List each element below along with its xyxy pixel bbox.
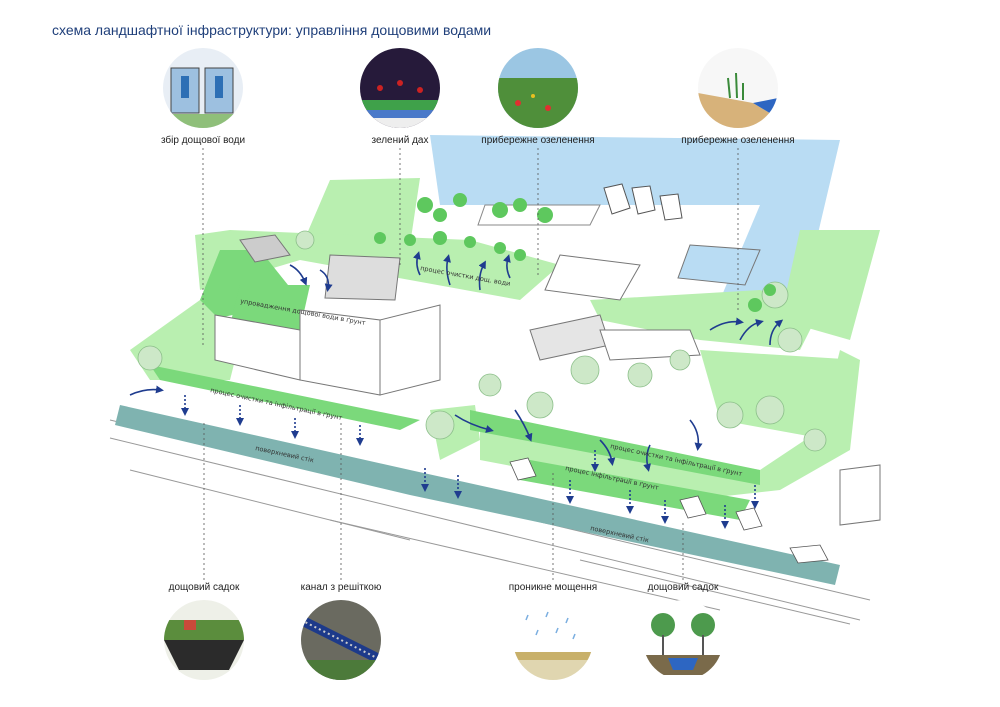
green-roof-icon bbox=[360, 48, 440, 128]
bottom-label-3: проникне мощення bbox=[508, 582, 598, 593]
runoff-channels bbox=[115, 405, 840, 585]
diagram-title: схема ландшафтної інфраструктури: управл… bbox=[52, 22, 492, 38]
parked-cars bbox=[509, 457, 829, 564]
flow-arrows bbox=[129, 251, 784, 472]
bottom-label-2: канал з решіткою bbox=[300, 582, 382, 593]
bioswale-icon bbox=[643, 600, 723, 680]
water-tank-icon bbox=[163, 48, 243, 128]
top-label-3: прибережне озеленення bbox=[481, 135, 595, 146]
boats bbox=[603, 183, 683, 221]
grate-channel-icon bbox=[301, 600, 381, 680]
infiltration-arrows bbox=[181, 395, 759, 529]
top-label-1: збір дощової води bbox=[160, 135, 246, 146]
riparian-planting bbox=[374, 193, 776, 312]
wetland-icon bbox=[498, 48, 578, 128]
leader-lines bbox=[202, 148, 739, 580]
bottom-label-4: дощовий садок bbox=[647, 582, 719, 593]
top-label-2: зелений дах bbox=[371, 135, 429, 146]
bottom-label-1: дощовий садок bbox=[168, 582, 240, 593]
permeable-paving-icon bbox=[513, 600, 593, 680]
pool bbox=[677, 244, 761, 286]
top-label-4: прибережне озеленення bbox=[681, 135, 795, 146]
rain-garden-icon bbox=[164, 600, 244, 680]
buildings bbox=[214, 234, 881, 526]
riverbank-icon bbox=[698, 48, 778, 128]
